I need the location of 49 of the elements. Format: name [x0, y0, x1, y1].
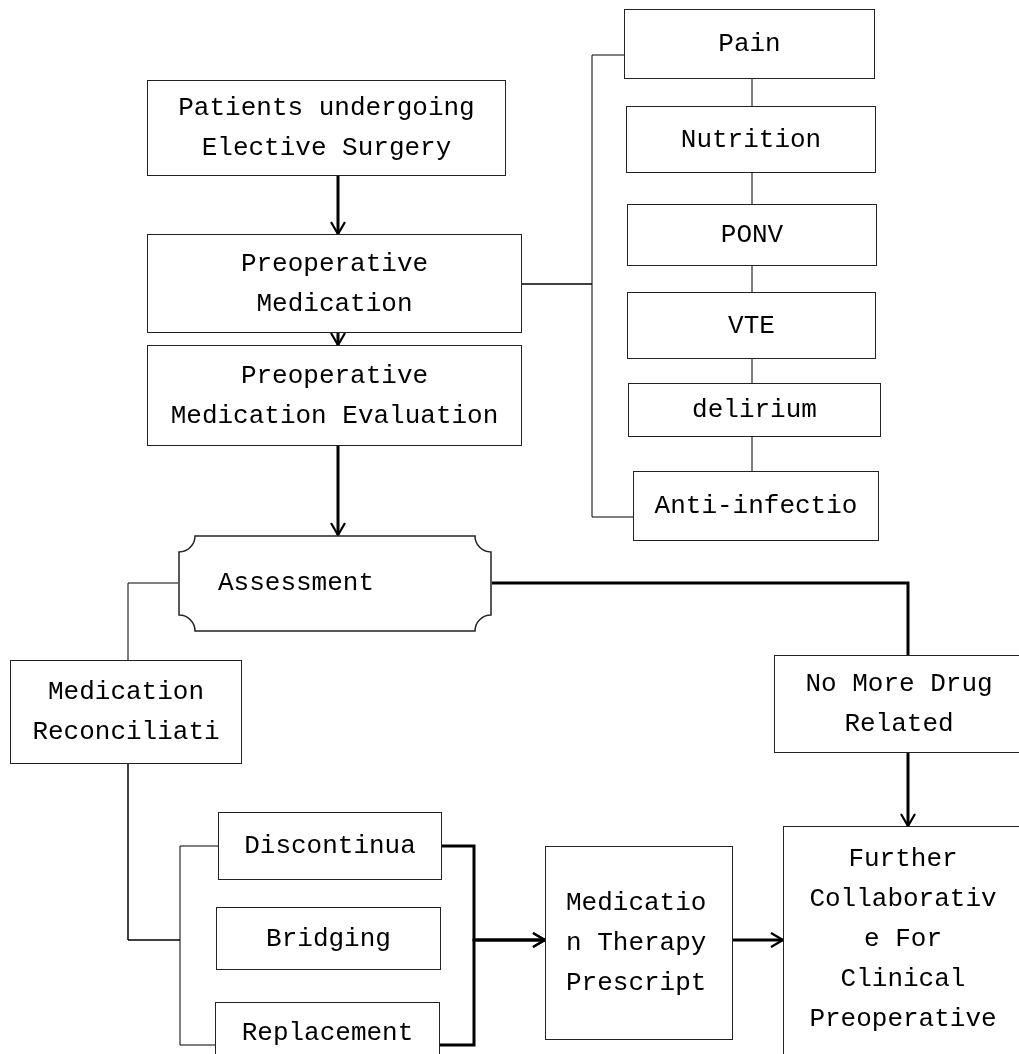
- process-box: [147, 234, 522, 333]
- process-box: [633, 471, 879, 541]
- arrow: [440, 931, 547, 1047]
- connector-line: [751, 436, 753, 472]
- node-label: Discontinua: [244, 830, 416, 863]
- process-box: [783, 826, 1019, 1054]
- node-label: Bridging: [266, 922, 391, 956]
- node-label: Pain: [718, 28, 781, 61]
- connector-line: [127, 582, 179, 661]
- process-box: [628, 383, 881, 437]
- node-label: delirium: [692, 394, 817, 427]
- node-label: No More Drug Related: [804, 668, 994, 741]
- connector-line: [127, 763, 216, 1046]
- process-box: [624, 9, 875, 79]
- connector-line: [751, 358, 753, 384]
- process-box: [215, 1002, 440, 1054]
- process-box: [626, 106, 876, 173]
- arrow: [899, 753, 917, 828]
- arrow: [329, 331, 347, 347]
- node-label: Preoperative Medication: [239, 247, 430, 321]
- node-label: Medicatio n Therapy Prescript: [566, 887, 708, 1000]
- node-label: Medication Reconciliati: [31, 676, 221, 749]
- process-box: [147, 80, 506, 176]
- node-label: Patients undergoing Elective Surgery: [177, 92, 476, 165]
- connector-line: [751, 172, 753, 205]
- process-box: [774, 655, 1019, 753]
- process-box: [147, 345, 522, 446]
- process-box: [218, 812, 442, 880]
- arrow: [733, 931, 785, 949]
- node-label: VTE: [728, 309, 775, 343]
- node-label: Assessment: [218, 567, 375, 600]
- connector-line: [492, 581, 910, 655]
- connector-line: [751, 265, 753, 293]
- process-box: [216, 907, 441, 970]
- node-label: Nutrition: [680, 123, 822, 157]
- node-label: Further Collaborativ e For Clinical Preoperative: [808, 843, 998, 1036]
- process-box: [627, 204, 877, 266]
- arrow: [329, 176, 347, 236]
- notched-box: [178, 535, 492, 632]
- process-box: [627, 292, 876, 359]
- node-label: Replacement: [241, 1017, 414, 1050]
- arrow: [329, 446, 347, 537]
- process-box: [545, 846, 733, 1040]
- node-label: Anti-infectio: [654, 490, 858, 523]
- node-label: Preoperative Medication Evaluation: [169, 359, 500, 433]
- process-box: [10, 660, 242, 764]
- node-label: PONV: [720, 219, 784, 252]
- connector-line: [521, 283, 634, 518]
- connector-line: [751, 78, 753, 107]
